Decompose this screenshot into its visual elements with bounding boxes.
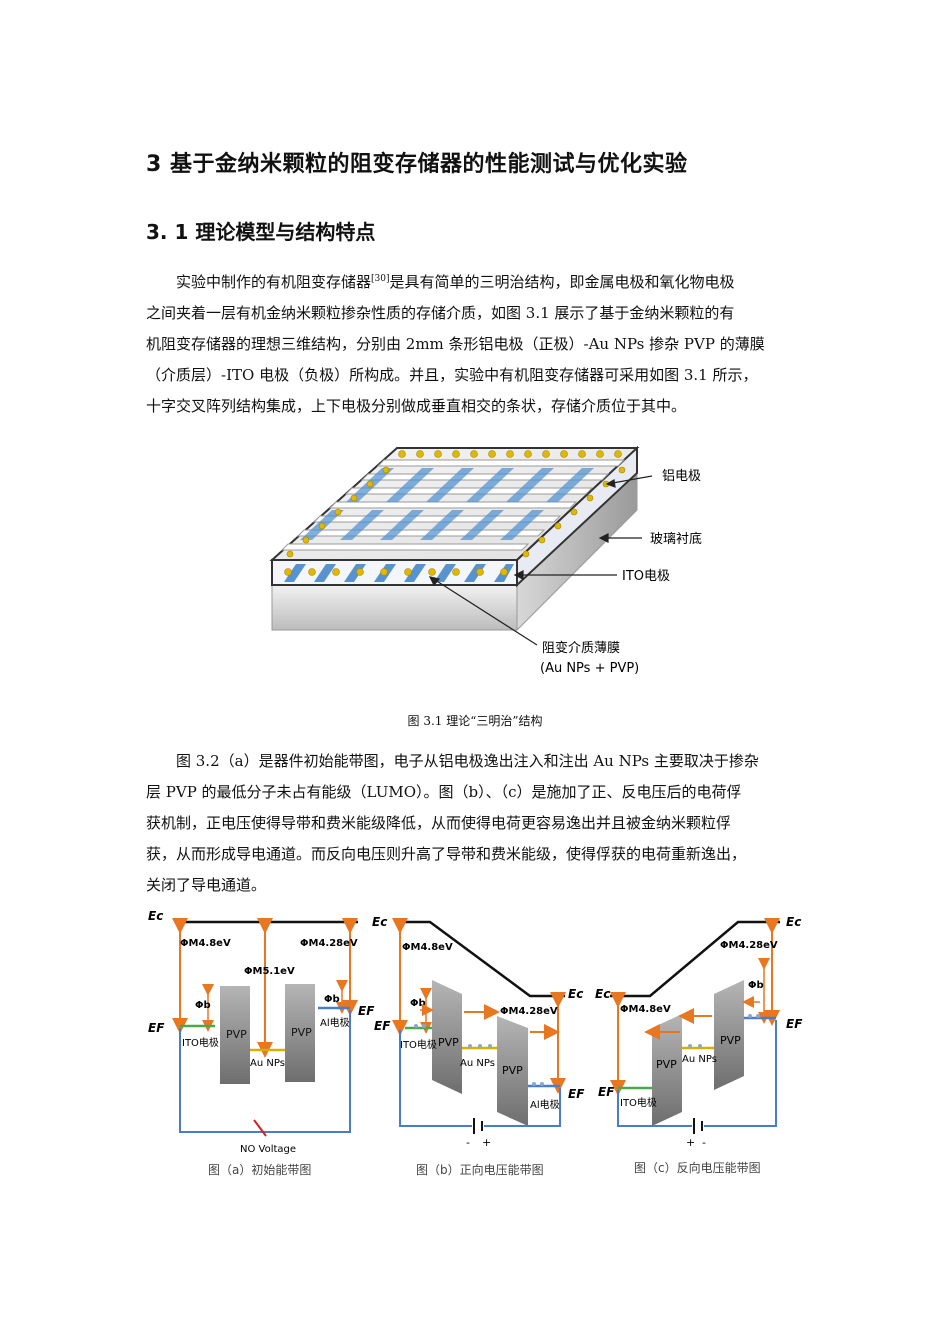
ec-label: Ec	[148, 909, 163, 923]
paragraph-line: （介质层）-ITO 电极（负极）所构成。并且，实验中有机阻变存储器可采用如图 3…	[146, 366, 758, 384]
paragraph-line: 图 3.2（a）是器件初始能带图，电子从铝电极逸出注入和注出 Au NPs 主要…	[176, 752, 759, 770]
ef-label-right: EF	[568, 1087, 585, 1101]
phi-m-left-label: ΦM4.8eV	[402, 942, 453, 953]
label-ito-electrode: ITO电极	[622, 569, 670, 584]
phi-b-label: Φb	[748, 980, 764, 991]
chapter-title: 3 基于金纳米颗粒的阻变存储器的性能测试与优化实验	[146, 152, 688, 177]
circuit-wire	[179, 1010, 351, 1133]
al-label: Al电极	[530, 1098, 560, 1111]
au-label: Au NPs	[460, 1058, 495, 1069]
polarity-plus: +	[482, 1136, 491, 1149]
sandwich-structure-figure: 铝电极 玻璃衬底 ITO电极 阻变介质薄膜 (Au NPs + PVP)	[269, 445, 702, 676]
circuit-wire	[704, 1020, 777, 1127]
panel-c: Ec Ec EF EF ΦM4.8eV ΦM4.28eV Φb PVP PVP	[595, 915, 803, 1175]
phi-m-left-label: ΦM4.8eV	[180, 938, 231, 949]
phi-m-left-label: ΦM4.8eV	[620, 1004, 671, 1015]
pvp-block-left	[220, 986, 250, 1084]
ef-label-right: EF	[358, 1004, 375, 1018]
panel-b: Ec Ec EF EF ΦM4.8eV ΦM4.28eV Φb PVP PVP	[372, 915, 585, 1177]
paragraph-line: 机阻变存储器的理想三维结构，分别由 2mm 条形铝电极（正极）-Au NPs 掺…	[146, 335, 765, 353]
pvp-label: PVP	[656, 1058, 677, 1071]
pvp-label: PVP	[226, 1028, 247, 1041]
pvp-block-right	[497, 1016, 528, 1126]
paragraph-line: 之间夹着一层有机金纳米颗粒掺杂性质的存储介质，如图 3.1 展示了基于金纳米颗粒…	[146, 304, 735, 322]
phi-m-right-label: ΦM4.28eV	[500, 1006, 558, 1017]
conduction-band-line	[395, 920, 565, 998]
pvp-label: PVP	[720, 1034, 741, 1047]
paragraph-line: 实验中制作的有机阻变存储器[30]是具有简单的三明治结构，即金属电极和氧化物电极	[176, 273, 735, 291]
paragraph-line: 获，从而形成导电通道。而反向电压则升高了导带和费米能级，使得俘获的电荷重新逸出，	[146, 845, 747, 863]
phi-m-mid-label: ΦM5.1eV	[244, 966, 295, 977]
pvp-label: PVP	[502, 1064, 523, 1077]
au-nanoparticles	[284, 450, 626, 576]
label-medium: 阻变介质薄膜	[542, 640, 620, 656]
paragraph-line: 获机制，正电压使得导带和费米能级降低，从而使得电荷更容易逸出并且被金纳米颗粒俘	[146, 814, 732, 832]
trapped-electrons	[688, 1014, 760, 1048]
polarity-plus: +	[686, 1136, 695, 1149]
circuit-wire	[484, 1088, 561, 1127]
pvp-label: PVP	[291, 1026, 312, 1039]
au-label: Au NPs	[250, 1058, 285, 1069]
paragraph-line: 十字交叉阵列结构集成，上下电极分别做成垂直相交的条状，存储介质位于其中。	[146, 397, 687, 415]
au-label: Au NPs	[682, 1054, 717, 1065]
label-glass-substrate: 玻璃衬底	[650, 531, 702, 547]
ito-label: ITO电极	[620, 1096, 657, 1109]
paragraph-1: 实验中制作的有机阻变存储器[30]是具有简单的三明治结构，即金属电极和氧化物电极…	[146, 264, 806, 422]
polarity-minus: -	[702, 1136, 706, 1149]
ef-label-left: EF	[598, 1085, 615, 1099]
no-voltage-label: NO Voltage	[240, 1144, 296, 1155]
paragraph-line: 关闭了导电通道。	[146, 876, 267, 894]
conduction-band-line	[610, 920, 780, 998]
paragraph-line: 层 PVP 的最低分子未占有能级（LUMO）。图（b）、（c）是施加了正、反电压…	[146, 783, 742, 801]
phi-m-right-label: ΦM4.28eV	[300, 938, 358, 949]
pvp-label: PVP	[438, 1036, 459, 1049]
ec-label-left: Ec	[595, 987, 610, 1001]
panel-a-caption: 图（a）初始能带图	[208, 1163, 311, 1177]
pvp-block-right	[714, 980, 744, 1090]
ito-strips-top	[300, 468, 594, 540]
trapped-electrons	[414, 1024, 544, 1086]
ef-label: EF	[374, 1019, 391, 1033]
band-diagram-figure: Ec EF EF ΦM4.8eV ΦM5.1eV ΦM4.28eV Φb Φb …	[148, 909, 803, 1177]
paragraph-2: 图 3.2（a）是器件初始能带图，电子从铝电极逸出注入和注出 Au NPs 主要…	[146, 746, 806, 901]
ec-label-right: Ec	[568, 987, 583, 1001]
figure-3-1-caption: 图 3.1 理论“三明治”结构	[407, 714, 543, 728]
section-title: 3. 1 理论模型与结构特点	[146, 220, 376, 244]
ito-label: ITO电极	[182, 1036, 219, 1049]
phi-b-right-label: Φb	[324, 994, 340, 1005]
phi-m-right-label: ΦM4.28eV	[720, 940, 778, 951]
ito-label: ITO电极	[400, 1038, 437, 1051]
circuit-wire	[399, 1030, 472, 1127]
al-label: Al电极	[320, 1016, 350, 1029]
panel-b-caption: 图（b）正向电压能带图	[416, 1162, 544, 1177]
polarity-minus: -	[466, 1136, 470, 1149]
panel-c-caption: 图（c）反向电压能带图	[634, 1160, 761, 1175]
label-al-electrode: 铝电极	[662, 469, 701, 484]
ec-label: Ec	[786, 915, 801, 929]
ito-strips-front	[284, 564, 514, 582]
pvp-block-left	[652, 1014, 682, 1126]
citation[interactable]: [30]	[371, 274, 390, 284]
pvp-block-right	[285, 984, 315, 1082]
ec-label: Ec	[372, 915, 387, 929]
panel-a: Ec EF EF ΦM4.8eV ΦM5.1eV ΦM4.28eV Φb Φb …	[148, 909, 375, 1177]
circuit-wire	[617, 1090, 692, 1127]
phi-b-label: Φb	[410, 998, 426, 1009]
pvp-block-left	[432, 980, 462, 1094]
switch-open-icon	[253, 1119, 267, 1137]
label-arrows	[428, 475, 653, 646]
label-medium-sub: (Au NPs + PVP)	[540, 661, 639, 676]
ef-label: EF	[786, 1017, 803, 1031]
glass-front-face	[271, 584, 518, 631]
phi-b-left-label: Φb	[195, 1000, 211, 1011]
ef-label: EF	[148, 1021, 165, 1035]
